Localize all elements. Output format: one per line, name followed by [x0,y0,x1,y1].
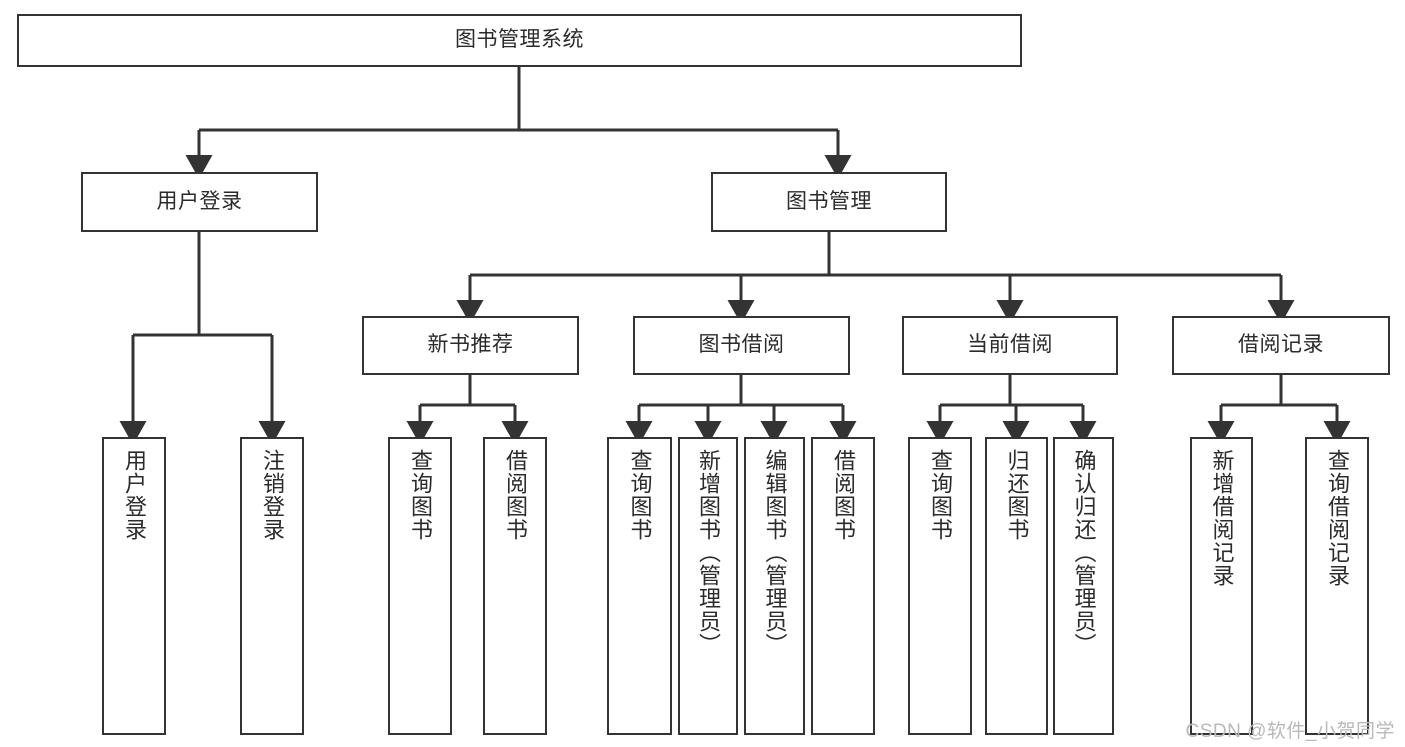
node-leaf-confirm-return[interactable]: 确认归还（管理员） [1053,437,1114,735]
node-leaf-query-book-3-label: 查询图书 [927,449,953,541]
node-leaf-user-login-label: 用户登录 [121,449,147,541]
node-leaf-borrow-book-1-label: 借阅图书 [502,449,528,541]
node-leaf-return-book-label: 归还图书 [1004,449,1030,541]
node-leaf-query-book-2[interactable]: 查询图书 [607,437,672,735]
node-leaf-logout[interactable]: 注销登录 [240,437,304,735]
node-leaf-query-book-2-label: 查询图书 [627,449,653,541]
node-leaf-borrow-book-1[interactable]: 借阅图书 [483,437,547,735]
node-root[interactable]: 图书管理系统 [17,14,1022,67]
node-user-login-label: 用户登录 [156,189,243,213]
node-leaf-return-book[interactable]: 归还图书 [985,437,1048,735]
node-leaf-edit-book[interactable]: 编辑图书（管理员） [744,437,805,735]
node-book-manage[interactable]: 图书管理 [711,172,947,232]
node-leaf-query-book-1-label: 查询图书 [407,449,433,541]
node-leaf-query-record-label: 查询借阅记录 [1324,449,1350,587]
node-borrow-record[interactable]: 借阅记录 [1172,316,1390,375]
node-borrow-record-label: 借阅记录 [1238,333,1324,357]
node-leaf-add-record-label: 新增借阅记录 [1209,449,1235,587]
node-current-borrow-label: 当前借阅 [967,333,1053,357]
node-leaf-borrow-book-2[interactable]: 借阅图书 [811,437,875,735]
node-new-book-rec-label: 新书推荐 [427,333,514,357]
node-leaf-query-book-3[interactable]: 查询图书 [908,437,972,735]
node-root-label: 图书管理系统 [455,28,584,52]
node-leaf-query-book-1[interactable]: 查询图书 [388,437,452,735]
node-user-login[interactable]: 用户登录 [81,172,318,232]
node-leaf-add-book-label: 新增图书（管理员） [695,449,721,656]
node-leaf-user-login[interactable]: 用户登录 [102,437,166,735]
csdn-watermark: CSDN @软件_小贺同学 [1185,721,1395,742]
node-leaf-borrow-book-2-label: 借阅图书 [830,449,856,541]
node-book-borrow-label: 图书借阅 [698,333,785,357]
node-leaf-query-record[interactable]: 查询借阅记录 [1305,437,1369,735]
node-leaf-add-record[interactable]: 新增借阅记录 [1190,437,1253,735]
node-book-manage-label: 图书管理 [786,189,872,213]
node-book-borrow[interactable]: 图书借阅 [633,316,850,375]
node-leaf-confirm-return-label: 确认归还（管理员） [1071,449,1097,656]
node-current-borrow[interactable]: 当前借阅 [902,316,1118,375]
node-leaf-add-book[interactable]: 新增图书（管理员） [678,437,738,735]
node-new-book-rec[interactable]: 新书推荐 [362,316,579,375]
node-leaf-edit-book-label: 编辑图书（管理员） [762,449,788,656]
node-leaf-logout-label: 注销登录 [259,449,285,541]
